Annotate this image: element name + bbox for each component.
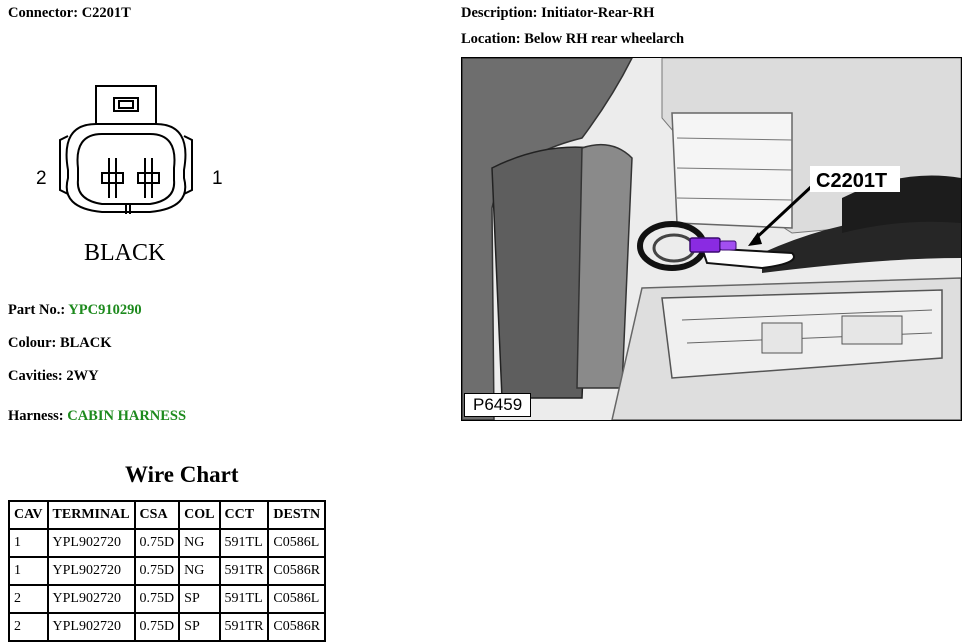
- cell-cct: 591TR: [218, 612, 270, 642]
- table-row: 2 YPL902720 0.75D SP 591TL C0586L: [8, 584, 327, 614]
- part-number-link[interactable]: YPC910290: [68, 302, 142, 318]
- connector-label: Connector:: [8, 5, 79, 21]
- cell-cav: 1: [8, 556, 49, 586]
- cell-terminal: YPL902720: [46, 612, 136, 642]
- cell-destn: C0586L: [267, 584, 327, 614]
- cell-col: SP: [178, 612, 221, 642]
- pin-1-label: 1: [212, 168, 223, 189]
- harness-label: Harness:: [8, 408, 64, 424]
- photo-reference-label: P6459: [464, 393, 532, 417]
- cell-csa: 0.75D: [133, 528, 181, 558]
- part-number-label: Part No.:: [8, 302, 66, 318]
- photo-callout-label: C2201T: [816, 170, 887, 192]
- cell-col: SP: [178, 584, 221, 614]
- cell-terminal: YPL902720: [46, 556, 136, 586]
- header-cct: CCT: [218, 500, 270, 530]
- colour-row: Colour: BLACK: [8, 335, 112, 352]
- location-value: Below RH rear wheelarch: [524, 31, 685, 47]
- description-value: Initiator-Rear-RH: [541, 5, 655, 21]
- cell-destn: C0586R: [267, 612, 327, 642]
- cell-csa: 0.75D: [133, 584, 181, 614]
- connector-face-diagram: 2 1 BLACK: [36, 85, 223, 266]
- cell-cav: 2: [8, 584, 49, 614]
- cell-cct: 591TL: [218, 584, 270, 614]
- header-destn: DESTN: [267, 500, 327, 530]
- cell-terminal: YPL902720: [46, 584, 136, 614]
- header-col: COL: [178, 500, 221, 530]
- cell-cct: 591TR: [218, 556, 270, 586]
- header-csa: CSA: [133, 500, 181, 530]
- cell-cav: 1: [8, 528, 49, 558]
- cavities-label: Cavities:: [8, 368, 63, 384]
- cell-col: NG: [178, 528, 221, 558]
- header-terminal: TERMINAL: [46, 500, 136, 530]
- connector-heading: Connector: C2201T: [8, 5, 131, 22]
- cell-destn: C0586R: [267, 556, 327, 586]
- wire-chart-title: Wire Chart: [125, 462, 239, 487]
- description-heading: Description: Initiator-Rear-RH: [461, 5, 654, 22]
- harness-link[interactable]: CABIN HARNESS: [67, 408, 187, 424]
- location-photo-illustration: C2201T: [462, 58, 961, 420]
- location-label: Location:: [461, 31, 521, 47]
- cell-cct: 591TL: [218, 528, 270, 558]
- wire-chart-table: CAV TERMINAL CSA COL CCT DESTN 1 YPL9027…: [8, 500, 327, 642]
- wire-chart-header-row: CAV TERMINAL CSA COL CCT DESTN: [8, 500, 327, 530]
- part-number-row: Part No.: YPC910290: [8, 302, 142, 319]
- highlighted-connector: [689, 237, 721, 253]
- cell-csa: 0.75D: [133, 612, 181, 642]
- table-row: 1 YPL902720 0.75D NG 591TL C0586L: [8, 528, 327, 558]
- connector-colour-text: BLACK: [84, 240, 166, 266]
- pin-2-label: 2: [36, 168, 47, 189]
- cell-col: NG: [178, 556, 221, 586]
- location-photo: C2201T P6459: [461, 57, 962, 421]
- cavities-row: Cavities: 2WY: [8, 368, 99, 385]
- cell-terminal: YPL902720: [46, 528, 136, 558]
- header-cav: CAV: [8, 500, 49, 530]
- harness-row: Harness: CABIN HARNESS: [8, 408, 186, 425]
- connector-value: C2201T: [81, 5, 131, 21]
- description-label: Description:: [461, 5, 538, 21]
- table-row: 2 YPL902720 0.75D SP 591TR C0586R: [8, 612, 327, 642]
- location-heading: Location: Below RH rear wheelarch: [461, 31, 684, 48]
- colour-value: BLACK: [59, 335, 112, 351]
- table-row: 1 YPL902720 0.75D NG 591TR C0586R: [8, 556, 327, 586]
- cell-destn: C0586L: [267, 528, 327, 558]
- colour-label: Colour:: [8, 335, 57, 351]
- cell-csa: 0.75D: [133, 556, 181, 586]
- cell-cav: 2: [8, 612, 49, 642]
- cavities-value: 2WY: [66, 368, 99, 384]
